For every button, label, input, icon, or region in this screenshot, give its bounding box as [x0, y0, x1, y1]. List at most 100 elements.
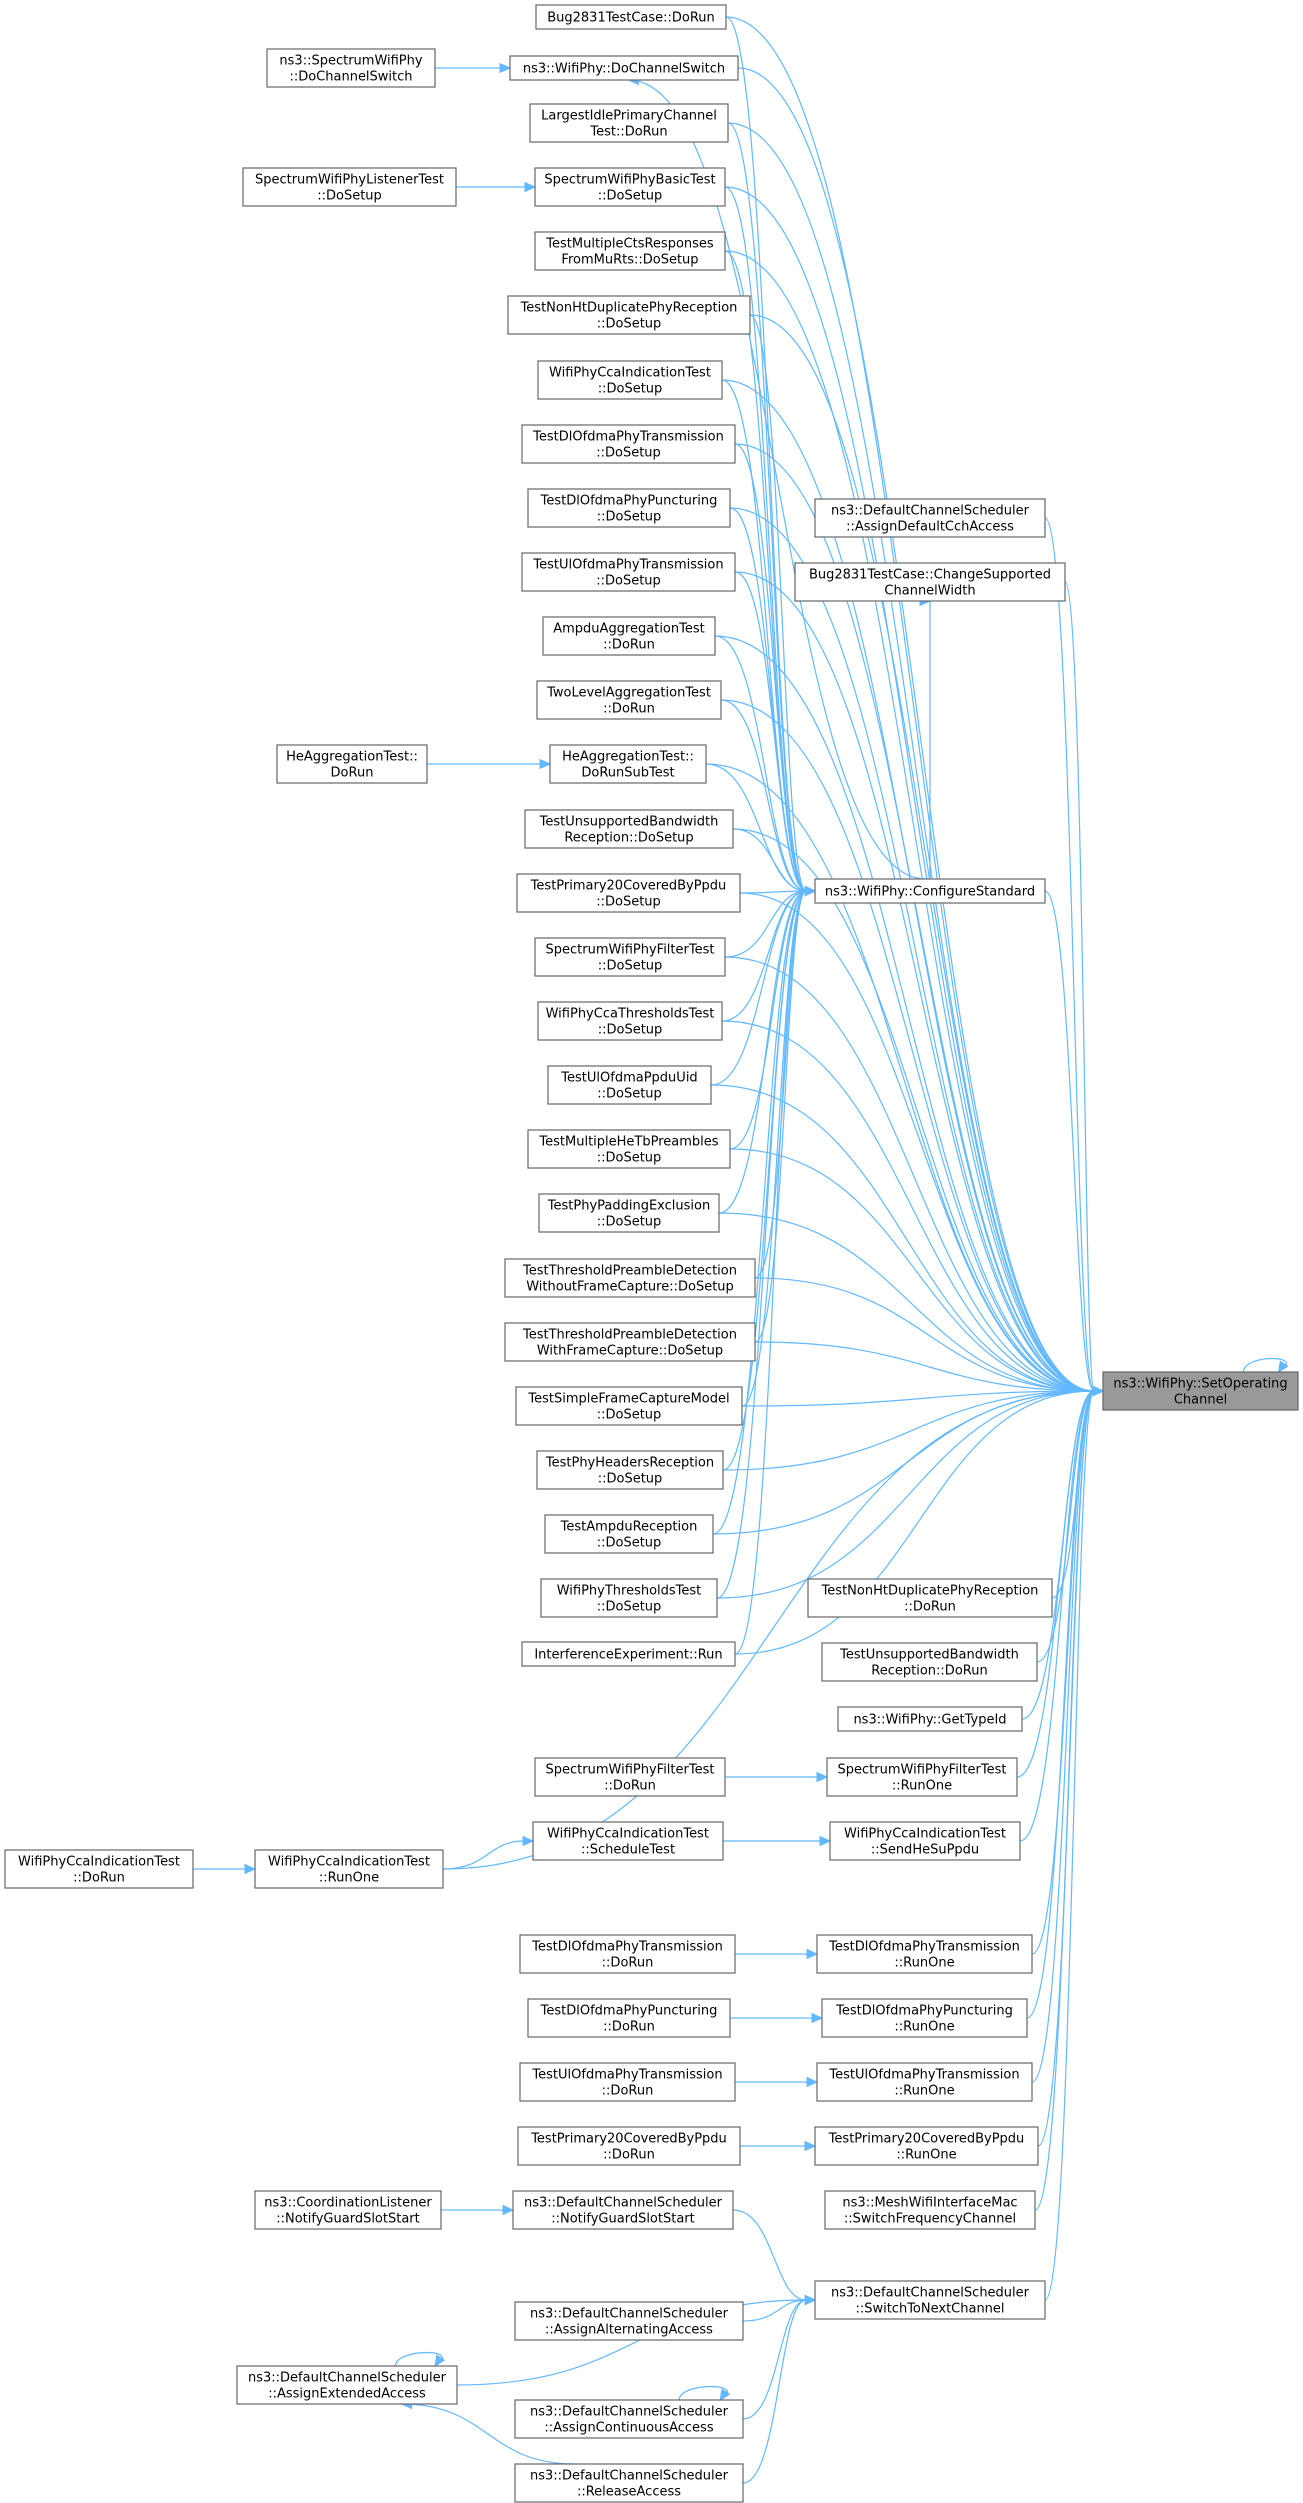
node-coord_listener[interactable]: ns3::CoordinationListener::NotifyGuardSl…	[254, 2190, 442, 2230]
node-label: Channel	[1174, 1393, 1227, 1408]
edge-cca_ind_sched-to-cca_ind_send	[722, 1835, 832, 1847]
node-dcs_continuous[interactable]: ns3::DefaultChannelScheduler::AssignCont…	[514, 2399, 744, 2439]
node-ul_tx_dorun[interactable]: TestUlOfdmaPhyTransmission::DoRun	[519, 2062, 736, 2102]
node-interference[interactable]: InterferenceExperiment::Run	[521, 1641, 736, 1667]
edge-line	[724, 250, 1095, 1392]
node-spec_basic[interactable]: SpectrumWifiPhyBasicTest::DoSetup	[534, 167, 726, 207]
node-thresh_without[interactable]: TestThresholdPreambleDetectionWithoutFra…	[504, 1258, 756, 1298]
node-label: ::SendHeSuPpdu	[871, 1843, 979, 1858]
node-dcs_notify[interactable]: ns3::DefaultChannelScheduler::NotifyGuar…	[512, 2190, 734, 2230]
node-spec_filter_dorun[interactable]: SpectrumWifiPhyFilterTest::DoRun	[534, 1757, 726, 1797]
node-prim20_dorun[interactable]: TestPrimary20CoveredByPpdu::DoRun	[517, 2126, 741, 2166]
node-bug_change[interactable]: Bug2831TestCase::ChangeSupportedChannelW…	[794, 562, 1066, 602]
node-label: ::DoRun	[603, 2020, 655, 2035]
edge-line	[724, 890, 807, 958]
node-dl_punct_setup[interactable]: TestDlOfdmaPhyPuncturing::DoSetup	[527, 488, 731, 528]
node-padding[interactable]: TestPhyPaddingExclusion::DoSetup	[538, 1193, 720, 1233]
node-spec_switch[interactable]: ns3::SpectrumWifiPhy::DoChannelSwitch	[266, 48, 436, 88]
node-get_type[interactable]: ns3::WifiPhy::GetTypeId	[837, 1706, 1023, 1732]
edge-configure-to-bug_change	[919, 595, 932, 879]
edge-line	[737, 67, 1095, 1392]
edge-line	[1026, 1390, 1095, 2019]
edge-arrowhead	[244, 1863, 257, 1875]
node-cca_thresh[interactable]: WifiPhyCcaThresholdsTest::DoSetup	[537, 1001, 723, 1041]
node-dcs_switch[interactable]: ns3::DefaultChannelScheduler::SwitchToNe…	[814, 2280, 1046, 2320]
node-dcs_alternating[interactable]: ns3::DefaultChannelScheduler::AssignAlte…	[514, 2301, 744, 2341]
edge-multi_cts-to-set_op	[724, 250, 1105, 1397]
node-assign_cch[interactable]: ns3::DefaultChannelScheduler::AssignDefa…	[814, 498, 1046, 538]
node-bug_dorun[interactable]: Bug2831TestCase::DoRun	[535, 4, 727, 30]
edge-line	[734, 571, 807, 892]
node-label: ::RunOne	[894, 2084, 954, 2099]
node-multi_he_tb[interactable]: TestMultipleHeTbPreambles::DoSetup	[527, 1129, 731, 1169]
edge-layer	[193, 16, 1289, 2484]
node-nonht_dorun[interactable]: TestNonHtDuplicatePhyReception::DoRun	[807, 1578, 1053, 1618]
node-label: TestMultipleHeTbPreambles	[538, 1135, 718, 1150]
node-prim20_setup[interactable]: TestPrimary20CoveredByPpdu::DoSetup	[516, 873, 741, 913]
node-label: ::NotifyGuardSlotStart	[276, 2212, 420, 2227]
node-label: Reception::DoSetup	[564, 831, 693, 846]
edge-line	[720, 699, 807, 892]
edge-line	[734, 443, 1095, 1392]
edge-spec_switch-to-wifi_switch	[435, 62, 512, 74]
node-cca_ind_runone[interactable]: WifiPhyCcaIndicationTest::RunOne	[254, 1849, 444, 1889]
edge-line	[734, 1390, 1095, 1655]
node-two_level[interactable]: TwoLevelAggregationTest::DoRun	[536, 680, 722, 720]
node-dl_tx_runone[interactable]: TestDlOfdmaPhyTransmission::RunOne	[816, 1934, 1033, 1974]
node-he_agg_dorun[interactable]: HeAggregationTest::DoRun	[276, 744, 428, 784]
node-headers_rx[interactable]: TestPhyHeadersReception::DoSetup	[536, 1450, 724, 1490]
node-label: ns3::WifiPhy::DoChannelSwitch	[523, 62, 725, 77]
node-thresh_with[interactable]: TestThresholdPreambleDetectionWithFrameC…	[504, 1322, 756, 1362]
node-label: WifiPhyCcaIndicationTest	[549, 366, 711, 381]
edge-line	[1036, 1390, 1095, 1663]
node-unsup_setup[interactable]: TestUnsupportedBandwidthReception::DoSet…	[524, 809, 734, 849]
node-box	[514, 2399, 744, 2439]
edge-line	[720, 699, 1095, 1392]
node-box	[527, 488, 731, 528]
node-ampdu_agg[interactable]: AmpduAggregationTest::DoRun	[542, 616, 716, 656]
node-dl_tx_setup[interactable]: TestDlOfdmaPhyTransmission::DoSetup	[521, 424, 736, 464]
node-label: TestUlOfdmaPhyTransmission	[531, 2068, 722, 2083]
node-multi_cts[interactable]: TestMultipleCtsResponsesFromMuRts::DoSet…	[534, 231, 726, 271]
node-ul_tx_runone[interactable]: TestUlOfdmaPhyTransmission::RunOne	[816, 2062, 1033, 2102]
node-prim20_runone[interactable]: TestPrimary20CoveredByPpdu::RunOne	[814, 2126, 1039, 2166]
node-ul_ppdu_uid[interactable]: TestUlOfdmaPpduUid::DoSetup	[547, 1065, 712, 1105]
node-cca_ind_sched[interactable]: WifiPhyCcaIndicationTest::ScheduleTest	[532, 1821, 724, 1861]
node-ampdu_rx[interactable]: TestAmpduReception::DoSetup	[544, 1514, 714, 1554]
edge-line	[754, 890, 807, 1343]
node-box	[519, 2062, 736, 2102]
edge-cca_ind_dorun-to-cca_ind_runone	[193, 1863, 257, 1875]
edge-dl_tx_runone-to-set_op	[1031, 1385, 1105, 1955]
node-label: ::DoSetup	[598, 959, 663, 974]
node-label: ns3::DefaultChannelScheduler	[248, 2371, 447, 2386]
node-mesh_switch[interactable]: ns3::MeshWifiInterfaceMac::SwitchFrequen…	[824, 2190, 1036, 2230]
node-ul_tx_setup[interactable]: TestUlOfdmaPhyTransmission::DoSetup	[521, 552, 736, 592]
node-cca_ind_setup[interactable]: WifiPhyCcaIndicationTest::DoSetup	[537, 360, 723, 400]
node-dl_punct_runone[interactable]: TestDlOfdmaPhyPuncturing::RunOne	[821, 1998, 1028, 2038]
node-spec_listener[interactable]: SpectrumWifiPhyListenerTest::DoSetup	[242, 167, 457, 207]
edge-arrowhead	[1277, 1360, 1289, 1374]
node-cca_ind_dorun[interactable]: WifiPhyCcaIndicationTest::DoRun	[4, 1849, 194, 1889]
edge-line	[1044, 1390, 1095, 2301]
node-wifi_thresh[interactable]: WifiPhyThresholdsTest::DoSetup	[540, 1578, 718, 1618]
node-label: TestDlOfdmaPhyPuncturing	[540, 494, 718, 509]
node-label: WifiPhyCcaIndicationTest	[268, 1855, 430, 1870]
node-dcs_release[interactable]: ns3::DefaultChannelScheduler::ReleaseAcc…	[514, 2463, 744, 2503]
node-dl_tx_dorun[interactable]: TestDlOfdmaPhyTransmission::DoRun	[519, 1934, 736, 1974]
node-he_agg_sub[interactable]: HeAggregationTest::DoRunSubTest	[549, 744, 707, 784]
node-configure[interactable]: ns3::WifiPhy::ConfigureStandard	[814, 878, 1046, 904]
node-box	[549, 744, 707, 784]
node-dl_punct_dorun[interactable]: TestDlOfdmaPhyPuncturing::DoRun	[527, 1998, 731, 2038]
node-spec_filter_setup[interactable]: SpectrumWifiPhyFilterTest::DoSetup	[534, 937, 726, 977]
node-simple_capture[interactable]: TestSimpleFrameCaptureModel::DoSetup	[515, 1386, 743, 1426]
node-box	[534, 1757, 726, 1797]
node-dcs_extended[interactable]: ns3::DefaultChannelScheduler::AssignExte…	[236, 2365, 458, 2405]
node-nonht_setup[interactable]: TestNonHtDuplicatePhyReception::DoSetup	[507, 295, 751, 335]
node-wifi_switch[interactable]: ns3::WifiPhy::DoChannelSwitch	[509, 55, 739, 81]
node-box	[537, 1001, 723, 1041]
node-cca_ind_send[interactable]: WifiPhyCcaIndicationTest::SendHeSuPpdu	[829, 1821, 1021, 1861]
node-spec_filter_runone[interactable]: SpectrumWifiPhyFilterTest::RunOne	[826, 1757, 1018, 1797]
